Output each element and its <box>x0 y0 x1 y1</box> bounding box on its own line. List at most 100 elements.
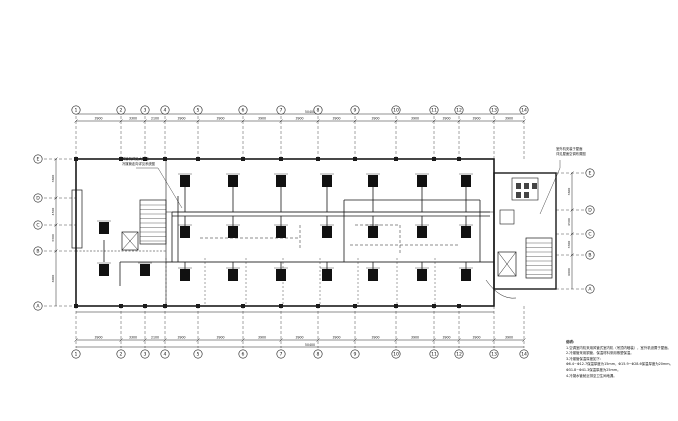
axis-top-8-bubble <box>313 105 323 115</box>
top-dim-text-13: 3900 <box>505 117 513 121</box>
axis-right-A-label: A <box>588 287 592 293</box>
indoor-unit-7 <box>461 175 471 187</box>
column-4-north <box>163 157 167 161</box>
east-stair <box>525 237 553 279</box>
indoor-unit-18 <box>180 269 190 281</box>
indoor-unit-4 <box>322 175 332 187</box>
top-dim-text-2: 3300 <box>129 117 137 121</box>
axis-top-8-label: 8 <box>317 108 320 114</box>
indoor-unit-11 <box>276 226 286 238</box>
axis-bottom-5-bubble <box>193 349 203 359</box>
bottom-dim-tick <box>74 338 78 342</box>
column-7-south <box>279 304 283 308</box>
bottom-dim-tick <box>196 338 200 342</box>
column-3-north <box>143 157 147 161</box>
bottom-dim-text-10: 3900 <box>411 336 419 340</box>
bottom-dim-text-7: 3900 <box>295 336 303 340</box>
top-dim-text-5: 3900 <box>216 117 224 121</box>
column-3-south <box>143 304 147 308</box>
east-elevator-cross <box>497 251 517 277</box>
axis-right-B-label: B <box>588 253 591 259</box>
bottom-dim-text-12: 3900 <box>472 336 480 340</box>
axis-top-7-bubble <box>276 105 286 115</box>
axis-left-E-bubble <box>33 154 43 164</box>
left-callout-text-2: 冷媒管走向详见系统图 <box>122 161 156 166</box>
east-fixture-5 <box>524 192 529 198</box>
axis-bottom-11-bubble <box>429 349 439 359</box>
axis-bottom-6-label: 6 <box>242 352 245 358</box>
bottom-dim-tick <box>119 338 123 342</box>
column-1-north <box>74 157 78 161</box>
axis-top-3-label: 3 <box>144 108 147 114</box>
bottom-dim-tick <box>163 338 167 342</box>
axis-bottom-6-bubble <box>238 349 248 359</box>
refrigerant-pipe-3 <box>343 199 480 262</box>
indoor-unit-15 <box>461 226 471 238</box>
west-elevator-cross <box>121 231 139 251</box>
top-dim-text-6: 3900 <box>258 117 266 121</box>
axis-right-E-bubble <box>585 168 595 178</box>
east-fixture-2 <box>524 183 529 189</box>
condensate-pipe-1 <box>200 237 460 246</box>
bottom-dim-text-3: 2100 <box>151 336 159 340</box>
column-11-south <box>432 304 436 308</box>
axis-top-13-label: 13 <box>491 108 497 114</box>
west-bay-window <box>71 189 83 249</box>
axis-top-10-bubble <box>391 105 401 115</box>
axis-bottom-14-label: 14 <box>521 352 527 358</box>
axis-top-3-bubble <box>140 105 150 115</box>
notes-line-1: 1.空调室内机采用风管式室内机（吊顶内暗装），室外机设置于屋面。 <box>566 345 671 350</box>
indoor-unit-20 <box>276 269 286 281</box>
bottom-dim-text-1: 3900 <box>94 336 102 340</box>
top-dim-text-4: 3900 <box>177 117 185 121</box>
axis-top-9-label: 9 <box>354 108 357 114</box>
axis-top-6-bubble <box>238 105 248 115</box>
axis-top-11-label: 11 <box>431 108 437 114</box>
column-4-south <box>163 304 167 308</box>
indoor-unit-5 <box>368 175 378 187</box>
column-2-north <box>119 157 123 161</box>
axis-top-12-label: 12 <box>456 108 462 114</box>
bottom-dim-tick-end <box>522 338 526 342</box>
axis-top-10-label: 10 <box>393 108 399 114</box>
bottom-dim-tick <box>241 338 245 342</box>
left-vdim-text-4: 6000 <box>51 275 55 283</box>
bottom-dim-tick <box>432 338 436 342</box>
east-fixture-1 <box>516 183 521 189</box>
column-10-north <box>394 157 398 161</box>
axis-top-14-label: 14 <box>521 108 527 114</box>
axis-left-B-bubble <box>33 246 43 256</box>
axis-top-4-bubble <box>160 105 170 115</box>
left-callout-leader <box>136 167 183 209</box>
east-fixture-4 <box>516 192 521 198</box>
axis-bottom-13-label: 13 <box>491 352 497 358</box>
axis-top-13-bubble <box>489 105 499 115</box>
indoor-unit-24 <box>461 269 471 281</box>
axis-right-B-bubble <box>585 250 595 260</box>
axis-bottom-4-bubble <box>160 349 170 359</box>
axis-bottom-12-label: 12 <box>456 352 462 358</box>
column-6-north <box>241 157 245 161</box>
axis-top-14-bubble <box>519 105 529 115</box>
bottom-dim-tick <box>492 338 496 342</box>
indoor-unit-14 <box>417 226 427 238</box>
axis-right-D-bubble <box>585 205 595 215</box>
right-vdim-text-4: 6000 <box>567 268 571 276</box>
east-toilet-block <box>511 177 539 201</box>
column-11-north <box>432 157 436 161</box>
east-fixture-3 <box>532 183 537 189</box>
east-elevator <box>497 251 517 277</box>
axis-top-5-label: 5 <box>197 108 200 114</box>
indoor-units <box>97 173 473 281</box>
indoor-unit-8 <box>99 222 109 234</box>
design-notes: 说明： 1.空调室内机采用风管式室内机（吊顶内暗装），室外机设置于屋面。 2.冷… <box>566 340 674 379</box>
top-dim-text-7: 3900 <box>295 117 303 121</box>
refrigerant-pipe-8 <box>184 187 467 212</box>
notes-line-2: 2.冷媒管采用铜管，保温材料采用橡塑保温。 <box>566 351 634 356</box>
notes-line-3: 3.冷媒管保温厚度如下： <box>566 356 604 361</box>
indoor-unit-17 <box>140 264 150 276</box>
refrigerant-pipe-12 <box>479 200 494 263</box>
indoor-unit-23 <box>417 269 427 281</box>
axis-left-E-label: E <box>37 157 40 163</box>
bottom-dim-text-5: 3900 <box>216 336 224 340</box>
